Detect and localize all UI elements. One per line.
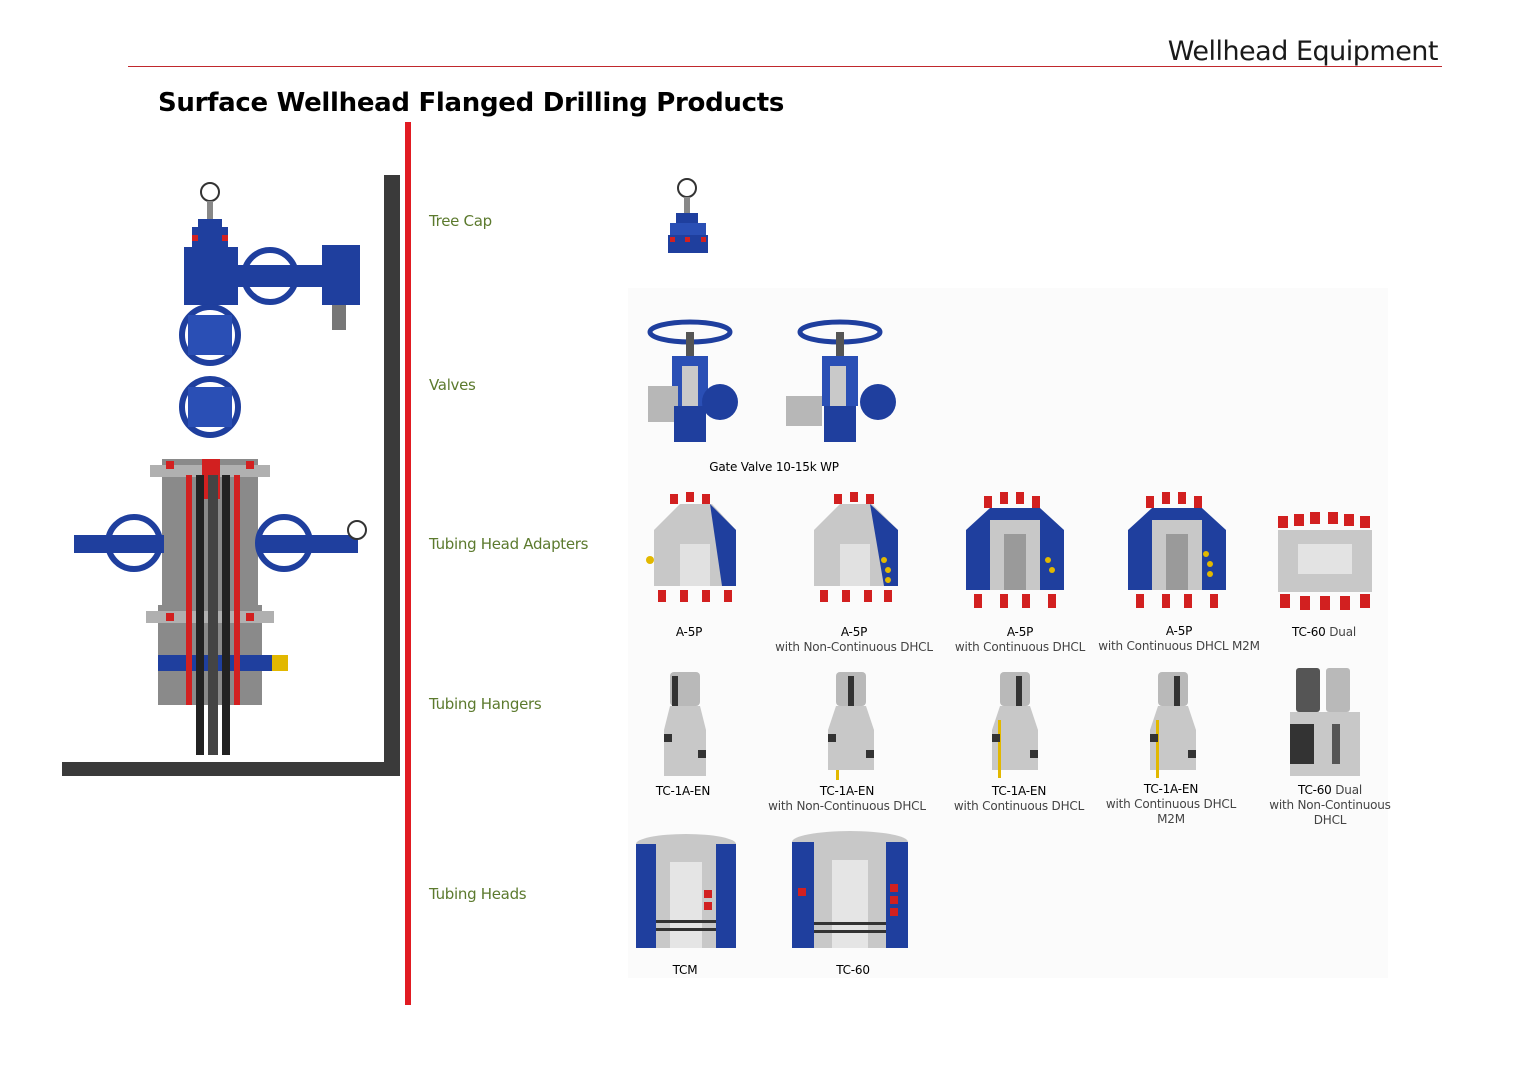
adapter-image-4 — [1122, 490, 1232, 620]
adapter-name-4: A-5P — [1165, 624, 1193, 638]
illustration-frame-bottom — [62, 762, 400, 776]
adapter-image-1 — [640, 490, 750, 620]
hanger-image-5 — [1286, 664, 1364, 782]
gate-valve-caption-text: Gate Valve 10-15k WP — [709, 460, 839, 474]
hanger-image-3 — [988, 670, 1044, 782]
tubing-head-caption-2: TC-60 — [763, 963, 943, 978]
hanger-name-1: TC-1A-EN — [655, 784, 711, 798]
tubing-head-name-1: TCM — [672, 963, 698, 977]
adapter-suffix-5: Dual — [1329, 625, 1356, 639]
hanger-name-4: TC-1A-EN — [1143, 782, 1199, 796]
hanger-detail-5: with Non-Continuous DHCL — [1269, 798, 1391, 827]
hanger-detail-3: with Continuous DHCL — [953, 799, 1085, 813]
adapter-image-3 — [960, 490, 1070, 620]
gate-valve-image-1 — [640, 316, 740, 446]
tubing-head-image-1 — [630, 832, 742, 956]
page-title: Surface Wellhead Flanged Drilling Produc… — [158, 88, 785, 118]
header-rule — [128, 66, 1442, 67]
category-tubing-heads: Tubing Heads — [429, 885, 527, 903]
gate-valve-image-2 — [782, 316, 902, 446]
hanger-name-3: TC-1A-EN — [991, 784, 1047, 798]
red-divider — [405, 122, 411, 1005]
adapter-detail-2: with Non-Continuous DHCL — [775, 640, 933, 654]
adapter-name-1: A-5P — [675, 625, 703, 639]
category-tubing-hangers: Tubing Hangers — [429, 695, 542, 713]
header-title: Wellhead Equipment — [1167, 36, 1439, 67]
adapter-detail-3: with Continuous DHCL — [954, 640, 1086, 654]
tubing-head-name-2: TC-60 — [836, 963, 870, 977]
hanger-suffix-5: Dual — [1335, 783, 1362, 797]
tubing-head-image-2 — [786, 828, 914, 956]
adapter-name-3: A-5P — [1006, 625, 1034, 639]
hanger-image-1 — [660, 670, 710, 780]
tubing-head-caption-1: TCM — [595, 963, 775, 978]
hanger-image-2 — [824, 670, 880, 782]
hanger-name-5: TC-60 — [1298, 783, 1332, 797]
category-tree-cap: Tree Cap — [429, 212, 492, 230]
hanger-caption-1: TC-1A-EN — [593, 784, 773, 799]
adapter-caption-1: A-5P — [599, 625, 779, 640]
hanger-detail-2: with Non-Continuous DHCL — [768, 799, 926, 813]
tree-cap-image — [664, 176, 712, 256]
wellhead-assembly-illustration — [62, 175, 384, 762]
adapter-name-5: TC-60 — [1292, 625, 1326, 639]
adapter-detail-4: with Continuous DHCL M2M — [1098, 639, 1260, 653]
adapter-name-2: A-5P — [840, 625, 868, 639]
adapter-image-5 — [1274, 510, 1376, 618]
gate-valve-caption: Gate Valve 10-15k WP — [684, 460, 864, 475]
hanger-detail-4: with Continuous DHCL M2M — [1105, 797, 1237, 826]
illustration-frame-right — [384, 175, 400, 776]
hanger-name-2: TC-1A-EN — [819, 784, 875, 798]
hanger-image-4 — [1146, 670, 1202, 782]
adapter-caption-5: TC-60 Dual — [1234, 625, 1414, 640]
adapter-image-2 — [804, 490, 914, 620]
category-valves: Valves — [429, 376, 476, 394]
product-panel-background — [628, 288, 1388, 978]
category-tubing-head-adapters: Tubing Head Adapters — [429, 535, 589, 553]
